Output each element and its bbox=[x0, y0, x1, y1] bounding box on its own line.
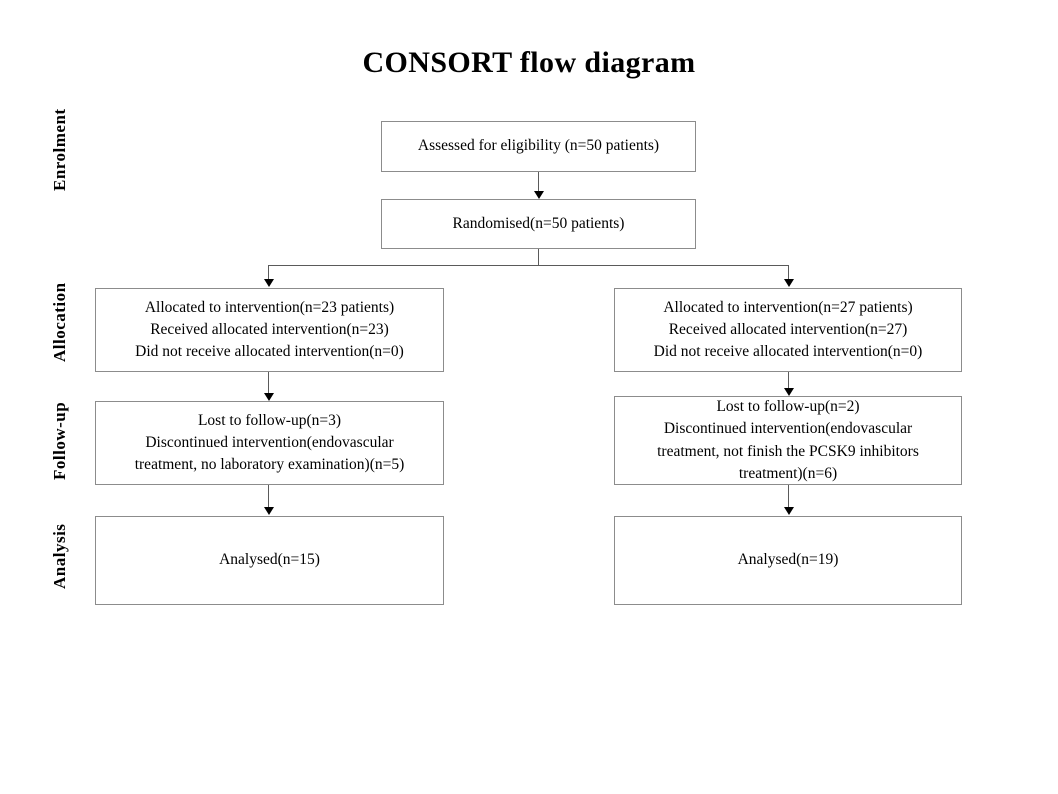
arrowhead-analysis-left bbox=[264, 507, 274, 515]
stage-label-followup: Follow-up bbox=[50, 401, 69, 481]
arrowhead-followup-right bbox=[784, 388, 794, 396]
stage-label-enrolment: Enrolment bbox=[50, 108, 69, 192]
box-analysis-left: Analysed(n=15) bbox=[95, 516, 444, 605]
box-allocation-left-text: Allocated to intervention(n=23 patients)… bbox=[135, 298, 404, 361]
connector-randomised-split-bar bbox=[268, 265, 789, 266]
box-followup-right: Lost to follow-up(n=2) Discontinued inte… bbox=[614, 396, 962, 485]
connector-allocation-left-to-followup-left bbox=[268, 372, 269, 394]
box-assessed-text: Assessed for eligibility (n=50 patients) bbox=[417, 137, 660, 155]
box-analysis-right: Analysed(n=19) bbox=[614, 516, 962, 605]
box-followup-left: Lost to follow-up(n=3) Discontinued inte… bbox=[95, 401, 444, 485]
box-followup-left-text: Lost to follow-up(n=3) Discontinued inte… bbox=[134, 411, 405, 474]
stage-label-analysis: Analysis bbox=[50, 523, 69, 589]
box-analysis-right-text: Analysed(n=19) bbox=[737, 551, 839, 569]
arrowhead-followup-left bbox=[264, 393, 274, 401]
arrowhead-analysis-right bbox=[784, 507, 794, 515]
connector-assessed-to-randomised bbox=[538, 172, 539, 192]
box-randomised-text: Randomised(n=50 patients) bbox=[452, 214, 625, 232]
arrowhead-assessed-to-randomised bbox=[534, 191, 544, 199]
box-analysis-left-text: Analysed(n=15) bbox=[219, 551, 320, 569]
box-followup-right-text: Lost to follow-up(n=2) Discontinued inte… bbox=[657, 397, 919, 482]
box-allocation-right-text: Allocated to intervention(n=27 patients)… bbox=[653, 298, 923, 361]
page-title: CONSORT flow diagram bbox=[362, 46, 696, 79]
arrowhead-allocation-left bbox=[264, 279, 274, 287]
box-allocation-right: Allocated to intervention(n=27 patients)… bbox=[614, 288, 962, 372]
connector-followup-left-to-analysis-left bbox=[268, 485, 269, 508]
stage-label-allocation: Allocation bbox=[50, 282, 69, 362]
box-assessed-for-eligibility: Assessed for eligibility (n=50 patients) bbox=[381, 121, 696, 172]
box-allocation-left: Allocated to intervention(n=23 patients)… bbox=[95, 288, 444, 372]
arrowhead-allocation-right bbox=[784, 279, 794, 287]
connector-allocation-right-to-followup-right bbox=[788, 372, 789, 389]
box-randomised: Randomised(n=50 patients) bbox=[381, 199, 696, 249]
connector-randomised-to-allocation-left bbox=[268, 265, 269, 280]
connector-followup-right-to-analysis-right bbox=[788, 485, 789, 508]
connector-randomised-to-allocation-right bbox=[788, 265, 789, 280]
connector-randomised-stem bbox=[538, 249, 539, 266]
